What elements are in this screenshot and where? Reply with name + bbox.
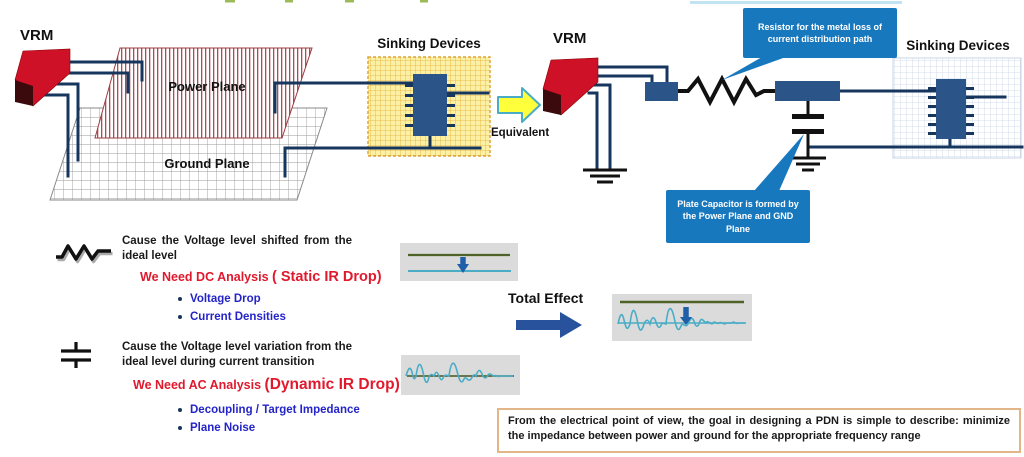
dc-need-prefix: We Need DC Analysis: [140, 270, 272, 284]
bullet-text: Decoupling / Target Impedance: [190, 404, 360, 416]
ac-need-heading: We Need AC Analysis (Dynamic IR Drop): [133, 376, 400, 394]
callout-capacitor: Plate Capacitor is formed by the Power P…: [666, 190, 810, 243]
vrm-right-label: VRM: [553, 30, 587, 47]
ac-cause-text: Cause the Voltage level variation from t…: [122, 341, 352, 368]
plate-capacitor-symbol: [792, 101, 824, 157]
ac-need-prefix: We Need AC Analysis: [133, 378, 265, 392]
power-plane-label: Power Plane: [168, 79, 246, 94]
bullet-text: Plane Noise: [190, 422, 256, 434]
ac-need-emph: (Dynamic IR Drop): [264, 376, 400, 393]
sinking-devices-right-label: Sinking Devices: [906, 38, 1010, 53]
equivalent-label: Equivalent: [491, 127, 550, 139]
ground-symbol-vrm: [583, 168, 627, 184]
bullet-text: Current Densities: [190, 311, 286, 323]
bullet-icon: [178, 315, 182, 319]
down-arrow-icon: [457, 257, 469, 273]
sinking-ic-right: [928, 79, 974, 139]
vrm-left: [14, 48, 71, 107]
resistor-symbol: [678, 74, 775, 107]
vrm-right: [542, 57, 599, 116]
total-effect-graphic: [612, 294, 752, 341]
dc-voltage-drop-graphic: [400, 243, 518, 281]
power-plane: [94, 47, 313, 139]
sinking-ic-left: [405, 74, 455, 136]
list-item: Current Densities: [178, 311, 286, 323]
bullet-icon: [178, 426, 182, 430]
equivalent-arrow-icon: [497, 87, 541, 123]
ground-plane-label: Ground Plane: [164, 156, 250, 171]
callout-pointer-resistor: [722, 57, 786, 80]
total-effect-label: Total Effect: [508, 290, 584, 306]
capacitor-icon: [61, 342, 91, 368]
list-item: Decoupling / Target Impedance: [178, 404, 360, 416]
dc-need-heading: We Need DC Analysis ( Static IR Drop): [140, 268, 382, 286]
vrm-left-label: VRM: [20, 27, 54, 44]
node-block-right: [775, 81, 840, 101]
bullet-text: Voltage Drop: [190, 293, 261, 305]
dc-bullet-list: Voltage Drop Current Densities: [178, 293, 286, 329]
resistor-icon: [56, 244, 113, 264]
bullet-icon: [178, 408, 182, 412]
node-block-left: [645, 82, 678, 101]
callout-resistor: Resistor for the metal loss of current d…: [743, 8, 897, 58]
bullet-icon: [178, 297, 182, 301]
dc-cause-text: Cause the Voltage level shifted from the…: [122, 235, 352, 262]
callout-pointer-capacitor: [754, 134, 804, 191]
pdn-diagram: [14, 0, 1024, 201]
ac-noise-graphic: [401, 355, 520, 395]
down-arrow-icon: [680, 307, 692, 325]
dc-need-emph: ( Static IR Drop): [272, 269, 382, 285]
pdn-goal-note: From the electrical point of view, the g…: [497, 408, 1021, 453]
ac-bullet-list: Decoupling / Target Impedance Plane Nois…: [178, 404, 360, 440]
cropped-title-remnant: [225, 0, 902, 4]
total-effect-arrow-icon: [516, 312, 582, 338]
list-item: Voltage Drop: [178, 293, 286, 305]
sinking-devices-left-label: Sinking Devices: [377, 36, 481, 51]
list-item: Plane Noise: [178, 422, 360, 434]
ground-symbol-capacitor: [790, 156, 826, 172]
